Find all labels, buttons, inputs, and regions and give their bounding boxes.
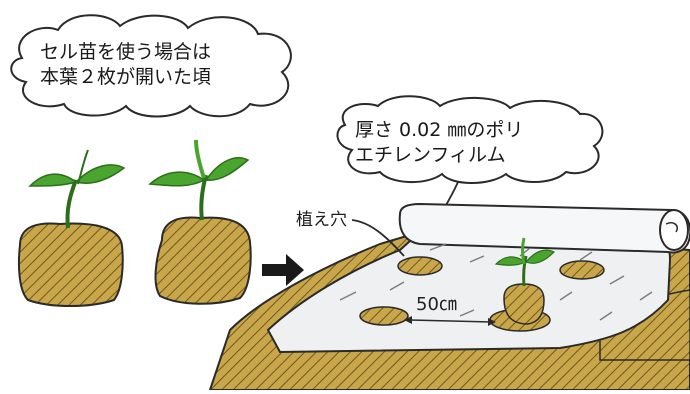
- cell-seedling-2: [148, 139, 252, 305]
- bubble-right-line2: エチレンフィルム: [355, 144, 506, 166]
- planting-hole-1: [397, 256, 443, 276]
- planting-hole-3: [359, 306, 409, 326]
- spacing-label: 50㎝: [416, 294, 457, 315]
- transplanted-seedling: [494, 237, 556, 325]
- bubble-right-text: 厚さ 0.02 ㎜のポリ エチレンフィルム: [355, 118, 523, 168]
- bubble-left-line2: 本葉２枚が開いた頃: [40, 66, 212, 88]
- spacing-arrow: [409, 319, 493, 323]
- bubble-left-line1: セル苗を使う場合は: [40, 41, 212, 63]
- planting-hole-2: [559, 260, 605, 280]
- hole-label-leader: [351, 219, 405, 257]
- bubble-right-line1: 厚さ 0.02 ㎜のポリ: [355, 119, 524, 141]
- cell-seedling-1: [18, 149, 126, 307]
- thought-bubble-right: [336, 95, 604, 184]
- film-roll-end: [659, 209, 689, 251]
- thought-bubble-left: [10, 14, 292, 118]
- planting-hole-label: 植え穴: [296, 210, 347, 230]
- right-arrow-icon: [262, 254, 304, 286]
- bubble-left-text: セル苗を使う場合は 本葉２枚が開いた頃: [40, 40, 211, 90]
- film-roll: [398, 202, 690, 254]
